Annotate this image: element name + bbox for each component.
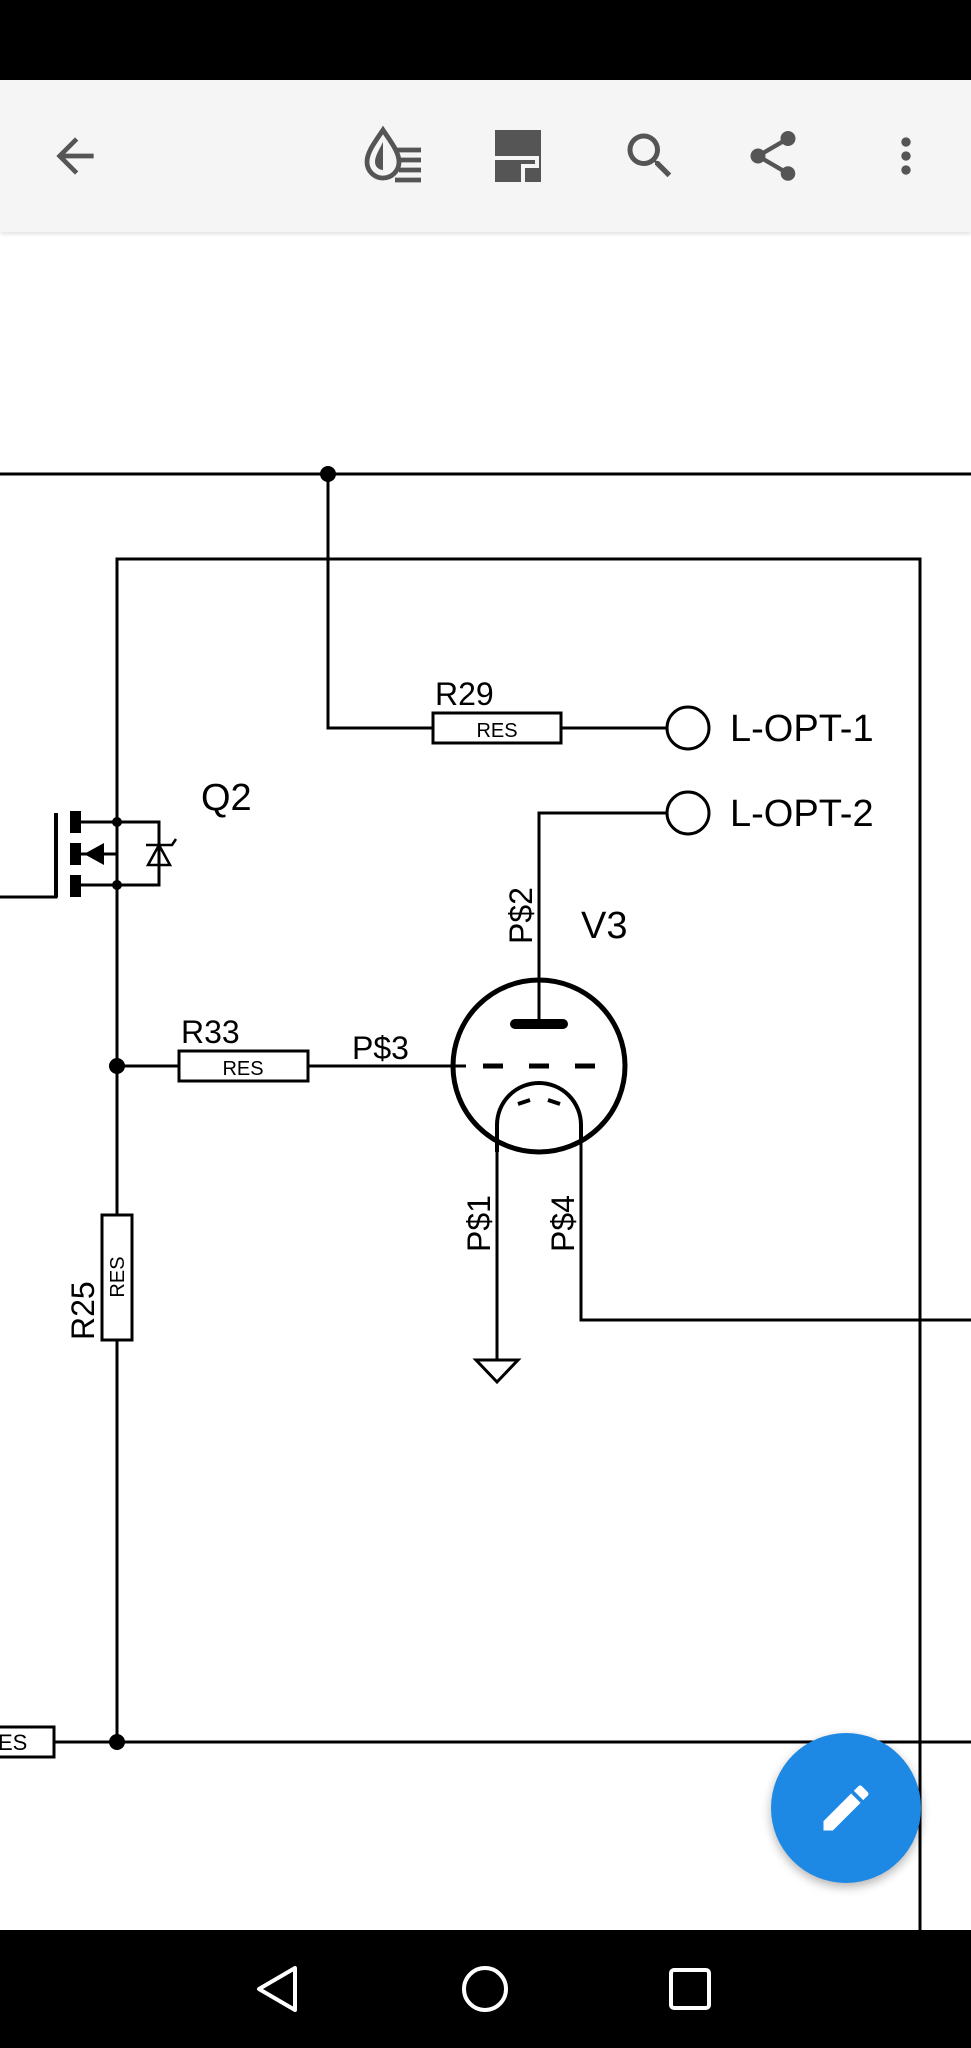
edit-fab-button[interactable] [771,1733,921,1883]
schematic-canvas[interactable]: R29 RES L-OPT-1 L-OPT-2 Q2 R33 RES P$3 [0,232,971,1930]
search-icon[interactable] [614,120,686,192]
wire-plate [537,811,667,980]
app-toolbar [0,80,971,232]
mosfet-q2 [54,811,178,897]
ground-symbol [472,1358,522,1385]
wire-r29-left [326,474,433,730]
l-opt-2-label: L-OPT-2 [730,793,874,835]
pin-p1-label: P$1 [461,1195,497,1252]
q2-name: Q2 [201,777,252,819]
vacuum-tube-v3 [450,977,628,1155]
resistor-bottom-partial [0,1725,56,1759]
connector-l-opt-2 [665,790,711,836]
r29-value: RES [476,720,517,742]
wire-gate [0,813,58,899]
status-bar [0,0,971,80]
more-vert-icon[interactable] [870,120,942,192]
share-icon[interactable] [737,120,809,192]
junction-dot [109,1058,125,1074]
connector-l-opt-1 [665,705,711,751]
wire-outer-loop [115,557,922,1930]
r29-name: R29 [435,676,494,712]
back-arrow-icon[interactable] [39,120,111,192]
r25-value: RES [107,1256,129,1297]
r33-name: R33 [181,1014,240,1050]
junction-dot [320,466,336,482]
home-circle-icon[interactable] [450,1954,520,2024]
pin-p3-label: P$3 [352,1030,409,1066]
r33-value: RES [222,1058,263,1080]
v3-name: V3 [581,905,627,947]
recents-square-icon[interactable] [655,1954,725,2024]
sheet-icon[interactable] [482,120,554,192]
schematic-drawing: R29 RES L-OPT-1 L-OPT-2 Q2 R33 RES P$3 [0,466,971,1930]
l-opt-1-label: L-OPT-1 [730,708,874,750]
pin-p2-label: P$2 [503,887,539,944]
wire-p4 [579,1125,971,1322]
junction-dot [109,1734,125,1750]
resistor-r29 [431,711,563,745]
bottom-res-value: ES [0,1730,27,1755]
pin-p4-label: P$4 [545,1195,581,1252]
layers-drop-icon[interactable] [353,120,433,192]
r25-name: R25 [65,1281,101,1340]
system-nav-bar [0,1930,971,2048]
resistor-r25 [100,1213,134,1342]
pencil-icon [823,1785,869,1831]
resistor-r33 [177,1049,310,1083]
back-triangle-icon[interactable] [243,1954,313,2024]
